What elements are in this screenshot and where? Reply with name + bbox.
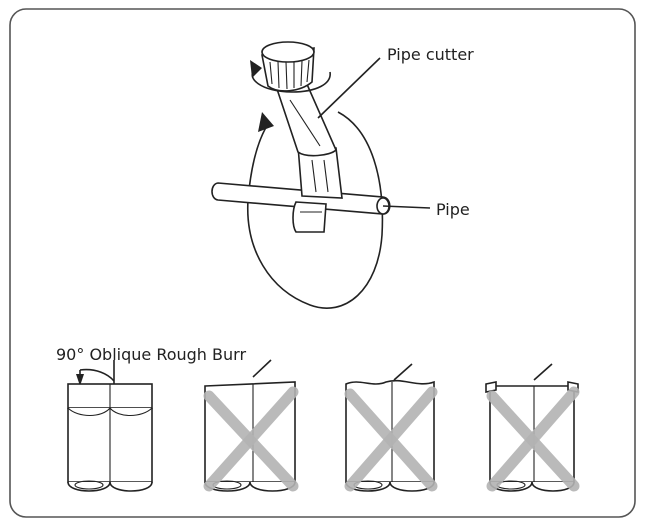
cutter-handle [274, 81, 337, 157]
pipe-cutter-leader [317, 57, 381, 119]
burr-leader [533, 363, 553, 381]
cross-mark-icon [344, 386, 438, 492]
cutter-knob-top [261, 41, 315, 63]
pipe-cutter-illustration [211, 41, 431, 309]
pipe-label: Pipe [436, 200, 470, 219]
oblique-leader [252, 359, 272, 378]
pipe-bore [74, 480, 104, 490]
knob-rotation-arrow-icon [250, 60, 262, 78]
handle-highlight [289, 99, 321, 147]
pipe-leader [382, 205, 431, 209]
cut-types-label: 90° Oblique Rough Burr [56, 345, 246, 364]
rotation-arrow-icon [258, 112, 274, 132]
angle-arrow-icon [76, 374, 84, 386]
cross-mark-icon [203, 386, 299, 492]
cutter-blade-block [292, 201, 327, 233]
diagram-frame [9, 8, 636, 518]
angle-arc [79, 368, 115, 382]
rough-leader [393, 363, 413, 381]
pipe-sample-90-degree [67, 360, 153, 492]
pipe-sample-burr [485, 363, 580, 492]
knob-knurling [269, 59, 310, 90]
pipe-sample-oblique [203, 359, 299, 492]
cutter-jaw-slot [311, 159, 329, 193]
pipe-cutter-label: Pipe cutter [387, 45, 474, 64]
pipe-sample-rough [344, 363, 438, 492]
cross-mark-icon [486, 386, 580, 492]
